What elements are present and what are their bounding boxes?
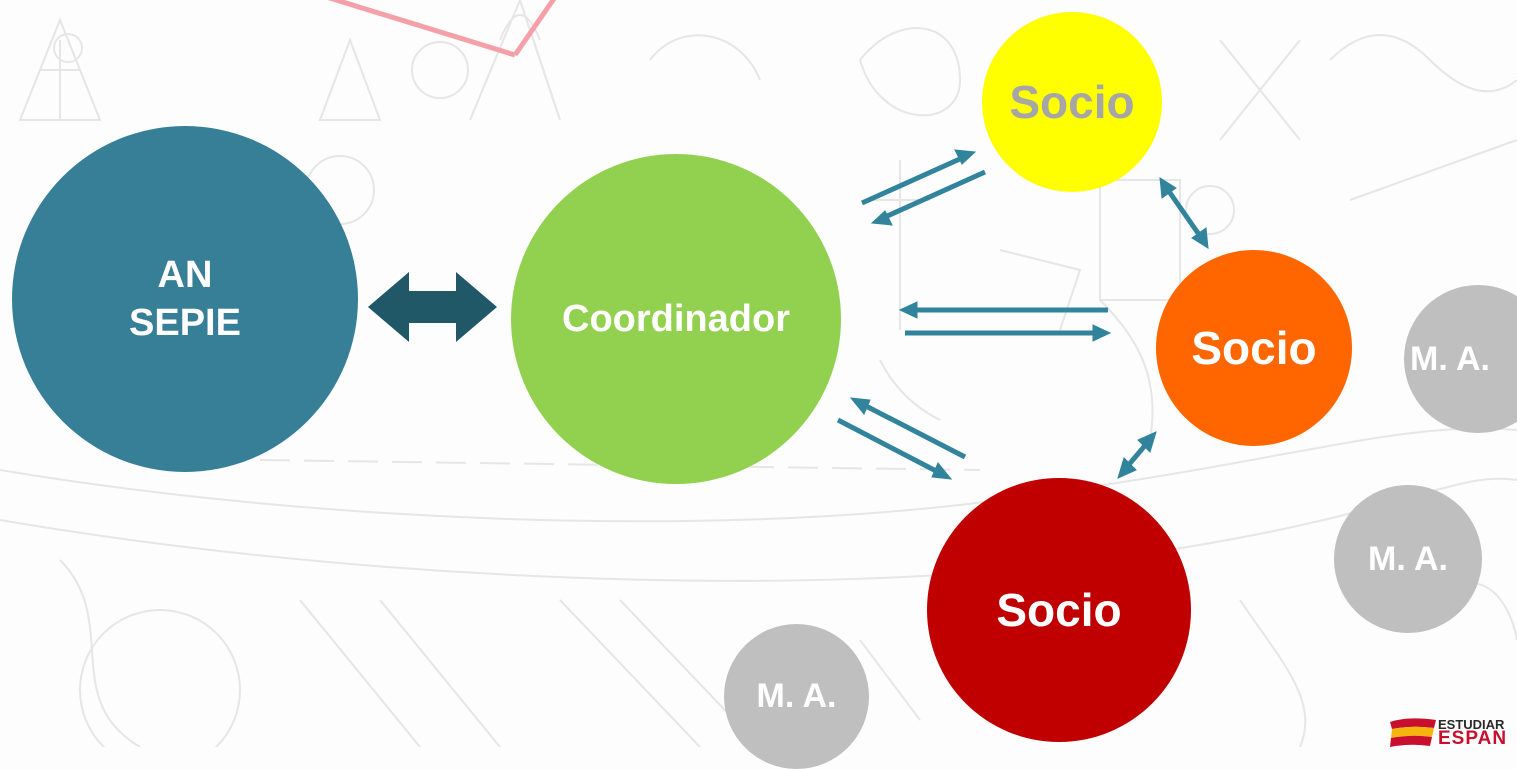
connector-layer	[327, 0, 1209, 480]
arrow-socio-right-socio-bottom	[1117, 431, 1157, 479]
socio-bottom-label: Socio	[996, 584, 1122, 636]
arrows-coord-socio-right	[898, 301, 1112, 342]
decorative-pink-line-2	[512, 0, 557, 57]
ma-node-bottom: M. A.	[724, 624, 869, 769]
logo-line2: ESPAN	[1438, 728, 1508, 747]
coordinador-label: Coordinador	[562, 297, 790, 340]
ma-right-label: M. A.	[1410, 339, 1490, 378]
socio-right-node: Socio	[1156, 250, 1352, 446]
decorative-pink-line	[327, 0, 516, 58]
spain-flag-brush-icon	[1390, 718, 1436, 747]
logo-line1: ESTUDIAR	[1438, 717, 1505, 732]
an-sepie-node: AN SEPIE	[12, 126, 358, 472]
arrows-coord-socio-top	[860, 149, 987, 226]
socio-bottom-node: Socio	[927, 478, 1191, 742]
socio-top-label: Socio	[1009, 76, 1135, 128]
estudiar-espana-logo: ESTUDIAR ESPAN	[1388, 716, 1517, 747]
double-arrow-an-coordinador	[368, 272, 497, 342]
socio-top-node: Socio	[982, 12, 1162, 192]
ma-middle-label: M. A.	[1368, 539, 1448, 578]
arrow-socio-top-socio-right	[1159, 177, 1209, 249]
socio-right-label: Socio	[1191, 322, 1317, 374]
coordinador-node: Coordinador	[511, 154, 841, 484]
arrows-coord-socio-bottom	[836, 397, 967, 480]
ma-node-right: M. A.	[1404, 285, 1517, 433]
ma-bottom-label: M. A.	[756, 677, 837, 715]
an-sepie-label: AN SEPIE	[129, 254, 241, 344]
ma-node-middle: M. A.	[1334, 485, 1482, 633]
